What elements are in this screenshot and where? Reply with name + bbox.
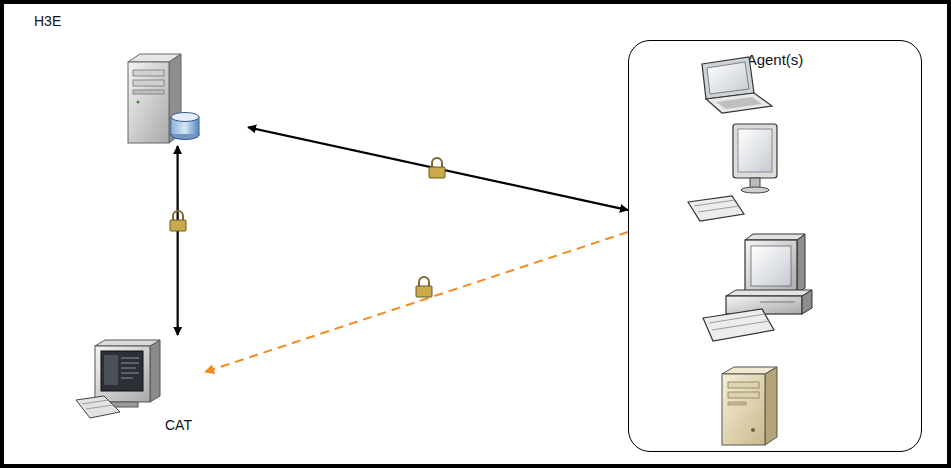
node-label: Agent(s) bbox=[629, 51, 921, 68]
laptop-icon-part bbox=[716, 97, 762, 109]
desktop-icon-part bbox=[745, 240, 797, 294]
workstation-icon-part bbox=[76, 396, 120, 418]
database-cylinder bbox=[171, 113, 199, 140]
desktop-icon bbox=[703, 234, 812, 341]
monitor-icon-part bbox=[741, 187, 769, 193]
desktop-icon-part bbox=[797, 234, 805, 294]
connector-arrow bbox=[177, 146, 179, 335]
database-cylinder-part bbox=[171, 113, 199, 122]
workstation-icon-part bbox=[121, 363, 139, 364]
workstation-icon-part bbox=[150, 340, 160, 402]
database-cylinder-part bbox=[172, 117, 199, 134]
dashed-arrow bbox=[205, 232, 628, 372]
padlock-symbol bbox=[429, 158, 445, 178]
server-icon-part bbox=[137, 101, 140, 104]
workstation-icon-part bbox=[86, 405, 113, 409]
workstation-icon-part bbox=[82, 400, 108, 404]
connector-arrow bbox=[248, 127, 628, 210]
padlock-symbol bbox=[416, 277, 432, 297]
padlock-symbol bbox=[170, 211, 186, 231]
tower-icon-part bbox=[728, 402, 746, 405]
padlock-symbol-part bbox=[170, 220, 186, 231]
desktop-icon-part bbox=[712, 321, 769, 330]
monitor-icon bbox=[688, 124, 777, 221]
monitor-icon-part bbox=[698, 206, 739, 212]
node-label: CAT bbox=[165, 417, 192, 433]
tower-icon-part bbox=[728, 382, 759, 388]
server-icon-part bbox=[133, 80, 164, 86]
workstation-icon-part bbox=[95, 340, 160, 346]
server-icon bbox=[128, 54, 199, 143]
workstation-icon-part bbox=[121, 378, 133, 379]
workstation-icon-part bbox=[110, 402, 138, 407]
padlock-symbol-part bbox=[419, 277, 429, 287]
server-icon-part bbox=[169, 54, 181, 143]
workstation-node: CAT bbox=[75, 335, 205, 435]
server-node bbox=[120, 52, 248, 146]
database-cylinder-part bbox=[171, 131, 199, 140]
workstation-icon-part bbox=[95, 346, 150, 402]
padlock-symbol-part bbox=[416, 286, 432, 297]
desktop-icon-part bbox=[745, 234, 805, 240]
laptop-icon bbox=[702, 57, 772, 113]
workstation-icon-part bbox=[121, 358, 139, 359]
monitor-icon-part bbox=[733, 124, 777, 178]
tower-icon-part bbox=[722, 374, 765, 445]
database-cylinder-part bbox=[171, 117, 199, 135]
tower-icon-part bbox=[751, 428, 755, 432]
desktop-icon-part bbox=[751, 246, 791, 286]
laptop-icon-part bbox=[706, 93, 772, 113]
padlock-symbol-part bbox=[432, 158, 442, 168]
tower-icon-part bbox=[722, 367, 777, 374]
tower-icon bbox=[722, 367, 777, 445]
server-icon-part bbox=[133, 90, 164, 94]
monitor-icon-part bbox=[738, 129, 772, 172]
desktop-icon-part bbox=[760, 302, 795, 303]
workstation-icon bbox=[76, 340, 160, 418]
agent-group-box: Agent(s) bbox=[628, 40, 922, 452]
workstation-icon-part bbox=[121, 373, 139, 374]
desktop-icon-part bbox=[703, 309, 774, 341]
desktop-icon-part bbox=[726, 296, 802, 314]
node-label: H3E bbox=[34, 13, 61, 29]
workstation-icon-part bbox=[101, 351, 143, 391]
server-icon-part bbox=[133, 70, 164, 76]
workstation-icon-part bbox=[104, 355, 118, 385]
desktop-icon-part bbox=[726, 290, 812, 296]
tower-icon-part bbox=[765, 367, 777, 445]
workstation-icon-part bbox=[121, 368, 136, 369]
laptop-icon-part bbox=[702, 57, 754, 99]
padlock-symbol-part bbox=[173, 211, 183, 221]
monitor-icon-part bbox=[750, 178, 760, 188]
monitor-icon-part bbox=[694, 200, 735, 206]
desktop-icon-part bbox=[709, 314, 765, 323]
tower-icon-part bbox=[728, 392, 759, 398]
desktop-icon-part bbox=[802, 290, 812, 314]
padlock-symbol-part bbox=[429, 167, 445, 178]
laptop-icon-part bbox=[707, 62, 749, 94]
server-icon-part bbox=[128, 54, 181, 62]
monitor-icon-part bbox=[688, 196, 744, 221]
server-icon-part bbox=[128, 62, 169, 143]
